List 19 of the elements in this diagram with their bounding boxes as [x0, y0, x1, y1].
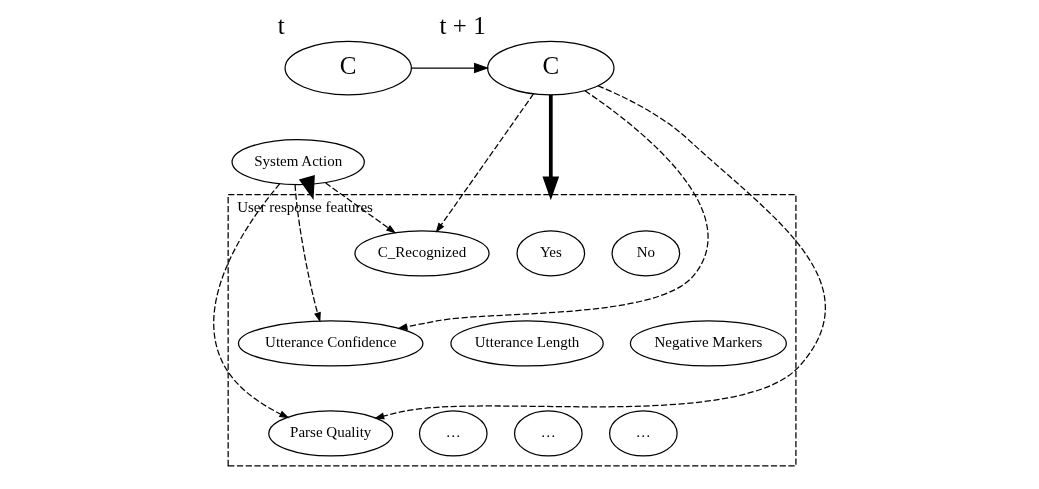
node-ellipse: Negative Markers — [629, 319, 787, 367]
node-label: t — [277, 11, 285, 39]
arrow — [374, 84, 826, 419]
arrow — [410, 62, 490, 73]
node-ellipse: C — [487, 40, 615, 95]
node-ellipse: No — [611, 229, 681, 277]
arrow — [298, 174, 315, 200]
node-ellipse: C — [284, 40, 412, 95]
arrow — [542, 94, 560, 200]
arrow — [435, 92, 535, 233]
node-ellipse: … — [513, 409, 583, 457]
arrow — [213, 182, 290, 418]
node-ellipse: Utterance Length — [450, 319, 604, 367]
node-label: t + 1 — [439, 11, 486, 39]
node-ellipse: … — [608, 409, 678, 457]
node-ellipse: … — [418, 409, 488, 457]
node-ellipse: Yes — [516, 229, 586, 277]
node-ellipse: C_Recognized — [354, 229, 490, 277]
arrow — [397, 89, 709, 330]
